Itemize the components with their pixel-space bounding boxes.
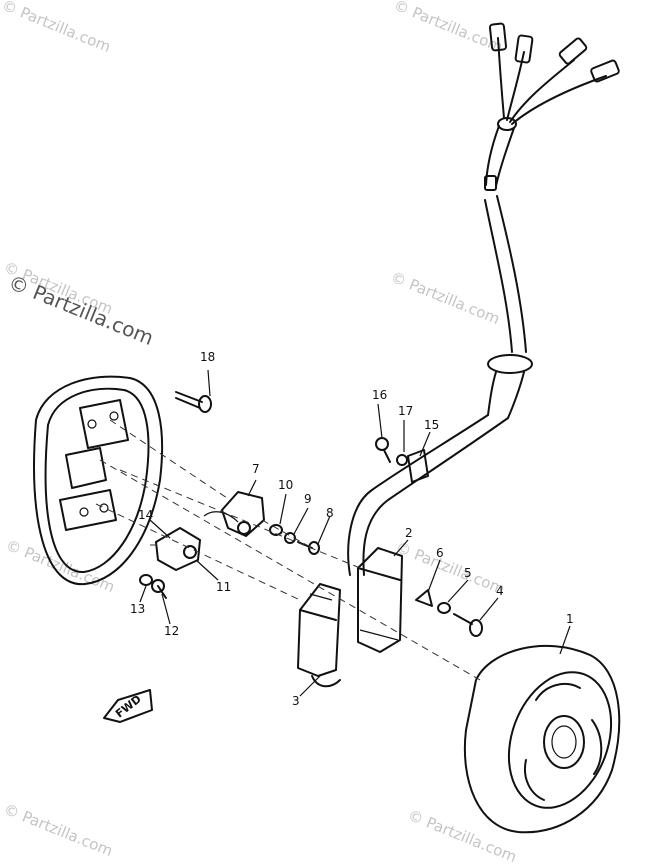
contact-breaker-7 [203, 491, 265, 537]
ignition-coil-3 [297, 583, 341, 688]
assembly-lines [95, 419, 481, 681]
callout-9: 9 [304, 492, 312, 506]
flywheel-rotor-1 [463, 644, 621, 834]
wire-harness [347, 22, 620, 576]
condenser-14 [155, 527, 201, 571]
callout-14: 14 [138, 508, 154, 522]
stator-plate [33, 375, 164, 586]
callout-2: 2 [405, 526, 413, 540]
callout-10: 10 [278, 478, 294, 492]
fwd-arrow-icon [103, 689, 153, 723]
callout-11: 11 [216, 580, 232, 594]
diagram-drawing [33, 22, 621, 834]
callout-15: 15 [424, 418, 440, 432]
callout-13: 13 [130, 602, 146, 616]
callout-7: 7 [252, 462, 260, 476]
callout-12: 12 [164, 624, 180, 638]
hardware-4-5-6 [415, 589, 483, 637]
callout-1: 1 [566, 612, 574, 626]
clamp-15 [407, 449, 429, 483]
leader-lines [139, 369, 571, 697]
parts-diagram: © Partzilla.com © Partzilla.com © Partzi… [0, 0, 621, 866]
callout-18: 18 [200, 350, 216, 364]
bolt-18 [175, 391, 212, 413]
lighting-coil-2 [357, 547, 403, 653]
screws-12-13 [139, 574, 167, 599]
callout-4: 4 [496, 584, 504, 598]
callout-8: 8 [326, 506, 334, 520]
fasteners-8-9-10 [269, 524, 320, 555]
screws-16-17 [375, 437, 408, 466]
callout-3: 3 [292, 694, 300, 708]
callout-5: 5 [464, 566, 472, 580]
callout-6: 6 [436, 546, 444, 560]
callout-17: 17 [398, 404, 414, 418]
callout-16: 16 [372, 388, 388, 402]
